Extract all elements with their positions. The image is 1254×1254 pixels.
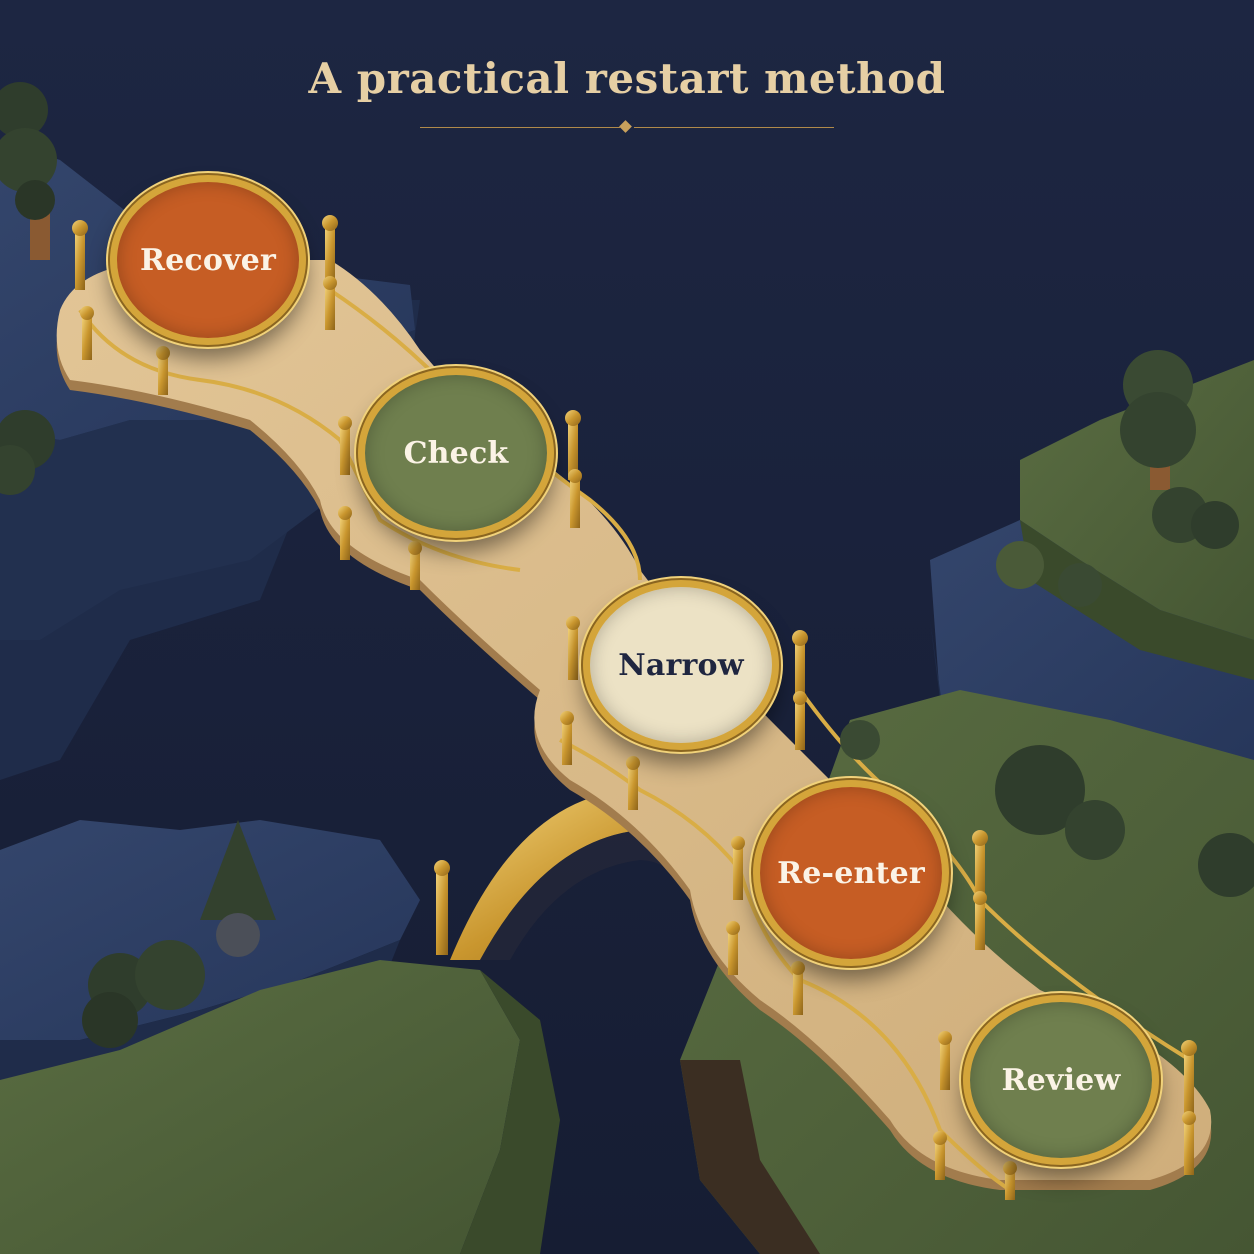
step-check: Check — [358, 368, 554, 538]
step-label: Narrow — [618, 647, 744, 683]
step-review: Review — [963, 995, 1159, 1165]
title-divider-right — [634, 127, 834, 128]
step-label: Re-enter — [777, 855, 925, 891]
step-label: Check — [403, 435, 509, 471]
left-green-island — [0, 960, 560, 1254]
step-recover: Recover — [110, 175, 306, 345]
title-divider — [420, 120, 834, 133]
step-label: Review — [1001, 1062, 1121, 1098]
diagram-title: A practical restart method — [308, 54, 946, 103]
title-divider-left — [420, 127, 620, 128]
step-re-enter: Re-enter — [753, 780, 949, 966]
step-narrow: Narrow — [583, 580, 779, 750]
railing-posts — [72, 215, 1197, 1200]
trees — [0, 82, 1254, 1048]
step-label: Recover — [139, 242, 277, 278]
